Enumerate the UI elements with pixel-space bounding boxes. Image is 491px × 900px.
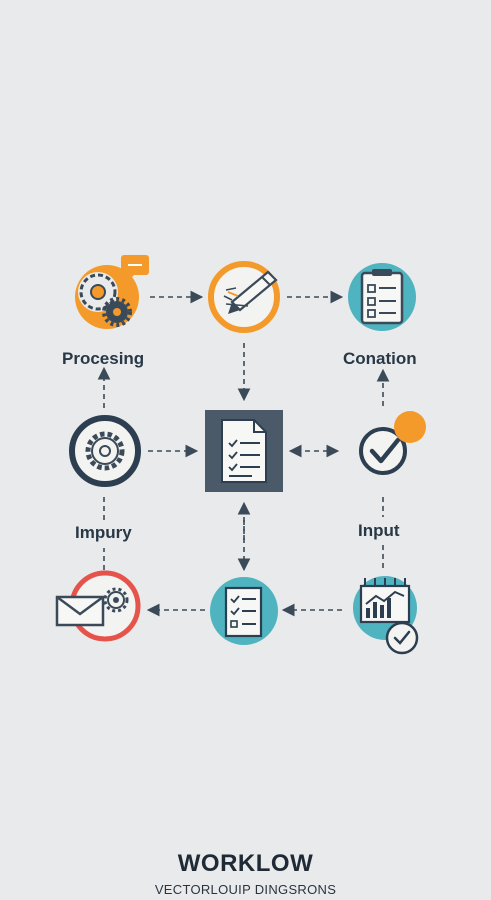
diagram-subtitle: VECTORLOUIP DINGSRONS: [154, 882, 337, 897]
clipboard-checklist-icon: [348, 263, 416, 331]
label-processing: Procesing: [62, 349, 145, 368]
task-list-icon: [210, 577, 278, 645]
label-conation: Conation: [343, 349, 417, 368]
connectors: [97, 290, 390, 617]
gears-bubble-icon: [75, 255, 149, 329]
chart-report-icon: [353, 576, 419, 655]
gear-circle-icon: [69, 415, 141, 487]
mail-gear-icon: [55, 570, 141, 642]
check-circle-icon: [359, 411, 426, 475]
central-document-icon: [205, 410, 283, 492]
diagram-title: WORKLOW: [177, 850, 314, 877]
pencil-edit-icon: [208, 261, 280, 333]
label-input: Input: [358, 521, 400, 540]
label-impury: Impury: [75, 523, 132, 542]
